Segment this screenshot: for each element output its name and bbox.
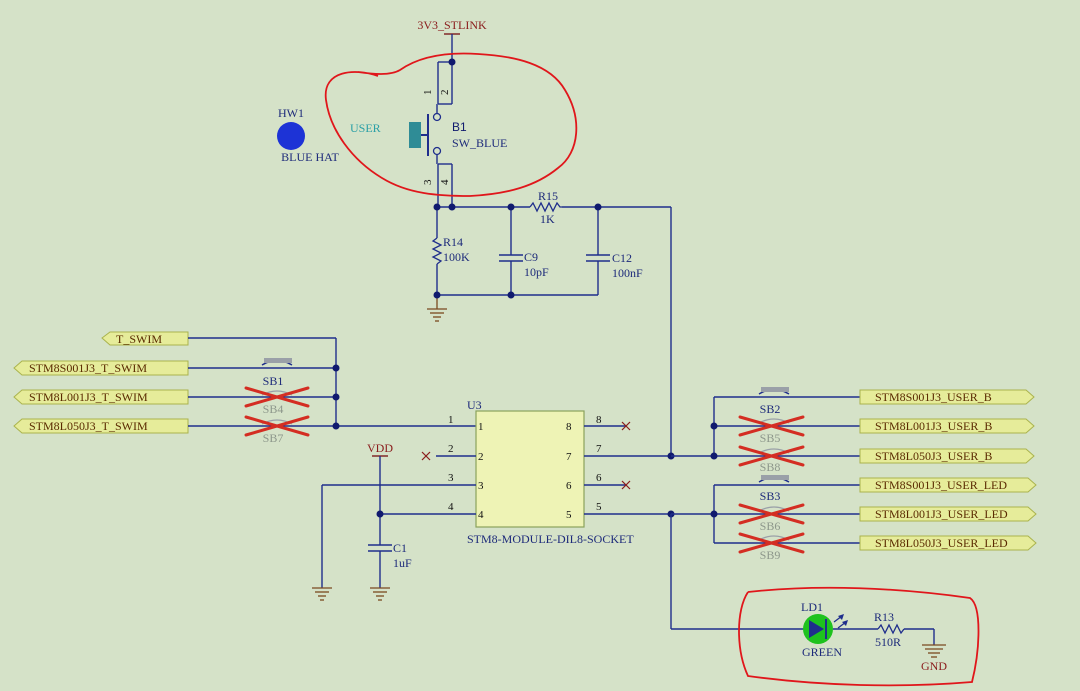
u3-pin-1-label: 1 xyxy=(478,421,484,433)
u3-pin-5-label: 5 xyxy=(566,509,572,521)
u3-pin-3-num: 3 xyxy=(448,472,454,484)
c12-ref: C12 xyxy=(612,251,632,265)
sb1-label: SB1 xyxy=(263,374,284,388)
right-bridges-user-led: SB3 SB6 SB9 STM8S001J3_USER_LED STM8L001… xyxy=(667,475,1037,562)
b1-pin-3: 3 xyxy=(422,179,434,185)
sb5-label: SB5 xyxy=(760,431,781,445)
blue-hat-icon xyxy=(277,122,305,150)
sb4-label: SB4 xyxy=(263,402,284,416)
hw1-blue-hat: HW1 BLUE HAT xyxy=(277,106,339,164)
net-label-stm8l050j3-user-led: STM8L050J3_USER_LED xyxy=(875,536,1008,550)
sb9-label: SB9 xyxy=(760,548,781,562)
u3-pin-3-label: 3 xyxy=(478,480,484,492)
net-label-stm8l001j3-user-led: STM8L001J3_USER_LED xyxy=(875,507,1008,521)
c1-ref: C1 xyxy=(393,541,407,555)
r13-value: 510R xyxy=(875,635,901,649)
net-label-stm8l050j3-t-swim: STM8L050J3_T_SWIM xyxy=(29,419,148,433)
net-label-stm8l001j3-t-swim: STM8L001J3_T_SWIM xyxy=(29,390,148,404)
c9-value: 10pF xyxy=(524,265,549,279)
r14-ref: R14 xyxy=(443,235,463,249)
u3-pin-4-num: 4 xyxy=(448,501,454,513)
net-label-t-swim: T_SWIM xyxy=(116,332,162,346)
sb6-label: SB6 xyxy=(760,519,781,533)
button-highlight-outline xyxy=(324,52,578,197)
u3-pin-8-num: 8 xyxy=(596,414,602,426)
b1-pin-2: 2 xyxy=(439,90,451,96)
c12-value: 100nF xyxy=(612,266,643,280)
hw1-ref: HW1 xyxy=(278,106,304,120)
net-label-stm8s001j3-user-b: STM8S001J3_USER_B xyxy=(875,390,992,404)
vdd-label: VDD xyxy=(367,441,393,455)
c1-value: 1uF xyxy=(393,556,412,570)
u3-pin-4-label: 4 xyxy=(478,509,484,521)
net-label-stm8l050j3-user-b: STM8L050J3_USER_B xyxy=(875,449,992,463)
u3-name: STM8-MODULE-DIL8-SOCKET xyxy=(467,532,634,546)
led-highlight-outline xyxy=(738,586,980,687)
r14-value: 100K xyxy=(443,250,470,264)
b1-ref: B1 xyxy=(452,120,467,134)
rc-network: R15 1K R14 100K C9 10pF C12 100nF xyxy=(427,58,672,456)
button-b1: 1 2 3 4 USER B1 SW_BLUE xyxy=(350,61,507,207)
sb3-label: SB3 xyxy=(760,489,781,503)
u3-pin-7-num: 7 xyxy=(596,443,602,455)
user-button-label: USER xyxy=(350,121,381,135)
u3-pin-8-label: 8 xyxy=(566,421,572,433)
u3-ref: U3 xyxy=(467,398,482,412)
r15-value: 1K xyxy=(540,212,555,226)
u3-pin-2-label: 2 xyxy=(478,451,484,463)
right-bridges-user-b: SB2 SB5 SB8 STM8S001J3_USER_B STM8L001J3… xyxy=(667,387,1035,474)
net-label-stm8l001j3-user-b: STM8L001J3_USER_B xyxy=(875,419,992,433)
ld1-ref: LD1 xyxy=(801,600,823,614)
b1-pin-1: 1 xyxy=(422,90,434,96)
net-label-stm8s001j3-user-led: STM8S001J3_USER_LED xyxy=(875,478,1007,492)
sb7-label: SB7 xyxy=(263,431,284,445)
button-actuator-icon xyxy=(409,122,421,148)
c9-ref: C9 xyxy=(524,250,538,264)
u3-socket: U3 1 2 3 4 1 2 3 4 8 7 6 5 8 7 6 5 STM8-… xyxy=(421,398,671,546)
u3-pin-7-label: 7 xyxy=(566,451,572,463)
u3-pin-6-num: 6 xyxy=(596,472,602,484)
b1-value: SW_BLUE xyxy=(452,136,507,150)
sb8-label: SB8 xyxy=(760,460,781,474)
left-bridges: SB1 SB4 SB7 xyxy=(188,337,476,445)
sb2-label: SB2 xyxy=(760,402,781,416)
gnd-label: GND xyxy=(921,659,947,673)
hw1-value: BLUE HAT xyxy=(281,150,339,164)
stlink-supply: 3V3_STLINK xyxy=(417,18,487,62)
ld1-value: GREEN xyxy=(802,645,842,659)
u3-pin-5-num: 5 xyxy=(596,501,602,513)
led-circuit: LD1 GREEN R13 510R GND xyxy=(670,514,947,673)
r13-ref: R13 xyxy=(874,610,894,624)
vdd-c1: VDD C1 1uF xyxy=(312,441,436,601)
u3-pin-1-num: 1 xyxy=(448,414,454,426)
r15-ref: R15 xyxy=(538,189,558,203)
left-net-labels: T_SWIM STM8S001J3_T_SWIM STM8L001J3_T_SW… xyxy=(13,331,189,434)
stlink-supply-label: 3V3_STLINK xyxy=(417,18,487,32)
u3-pin-6-label: 6 xyxy=(566,480,572,492)
b1-pin-4: 4 xyxy=(439,179,451,185)
net-label-stm8s001j3-t-swim: STM8S001J3_T_SWIM xyxy=(29,361,147,375)
u3-pin-2-num: 2 xyxy=(448,443,454,455)
